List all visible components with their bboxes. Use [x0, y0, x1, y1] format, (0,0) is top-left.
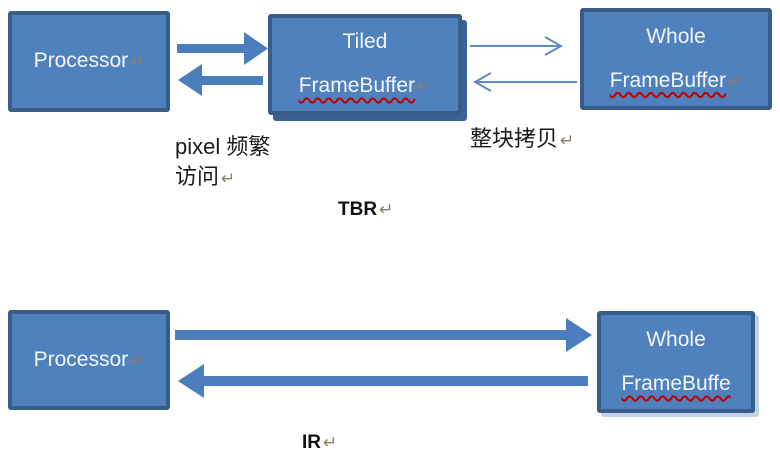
return-mark-icon: ↵ [323, 433, 338, 452]
whole-label-line2: FrameBuffe [621, 362, 730, 406]
arrow-tiled-to-processor [178, 64, 263, 96]
tiled-label-line1: Tiled [342, 30, 388, 53]
whole-framebuffer-box-tbr: Whole FrameBuffer↵ [580, 8, 772, 110]
return-mark-icon: ↵ [417, 77, 432, 96]
arrow-processor-to-tiled [177, 32, 268, 65]
whole-framebuffe-text: FrameBuffe [621, 372, 731, 395]
return-mark-icon: ↵ [221, 169, 236, 188]
block-copy-text: 整块拷贝 [470, 126, 559, 151]
return-mark-icon: ↵ [379, 200, 394, 219]
arrow-whole-to-processor [178, 364, 588, 398]
return-mark-icon: ↵ [728, 71, 743, 91]
processor-label: Processor↵ [34, 348, 145, 373]
arrow-tiled-to-whole [470, 36, 564, 56]
processor-box-ir: Processor↵ [8, 310, 170, 410]
pixel-access-line2-text: 访问 [175, 164, 220, 189]
ir-caption-text: IR [302, 432, 321, 453]
processor-box-tbr: Processor↵ [8, 11, 170, 112]
return-mark-icon: ↵ [130, 52, 145, 71]
pixel-access-label: pixel 频繁 访问↵ [175, 132, 270, 194]
pixel-access-line2: 访问↵ [175, 162, 270, 194]
tbr-caption: TBR↵ [338, 199, 393, 221]
tiled-framebuffer-box: Tiled FrameBuffer↵ [268, 14, 462, 115]
whole-label-line1: Whole [646, 328, 706, 351]
tiled-framebuffer-text: FrameBuffer [298, 74, 416, 97]
arrow-processor-to-whole [175, 318, 592, 352]
whole-framebuffer-box-ir: Whole FrameBuffe [597, 311, 755, 413]
pixel-access-line1: pixel 频繁 [175, 134, 271, 159]
whole-label-line2: FrameBuffer↵ [610, 59, 743, 104]
processor-label: Processor↵ [34, 49, 145, 74]
tbr-caption-text: TBR [338, 199, 378, 220]
block-copy-label: 整块拷贝↵ [470, 124, 574, 156]
processor-text: Processor [33, 347, 129, 371]
tiled-label-line2: FrameBuffer↵ [299, 64, 432, 109]
processor-text: Processor [33, 49, 129, 72]
return-mark-icon: ↵ [560, 131, 575, 150]
arrow-whole-to-tiled [472, 72, 577, 92]
whole-label-line1: Whole [646, 24, 706, 48]
whole-framebuffer-text: FrameBuffer [609, 68, 727, 92]
return-mark-icon: ↵ [130, 350, 145, 370]
ir-caption: IR↵ [302, 432, 337, 454]
